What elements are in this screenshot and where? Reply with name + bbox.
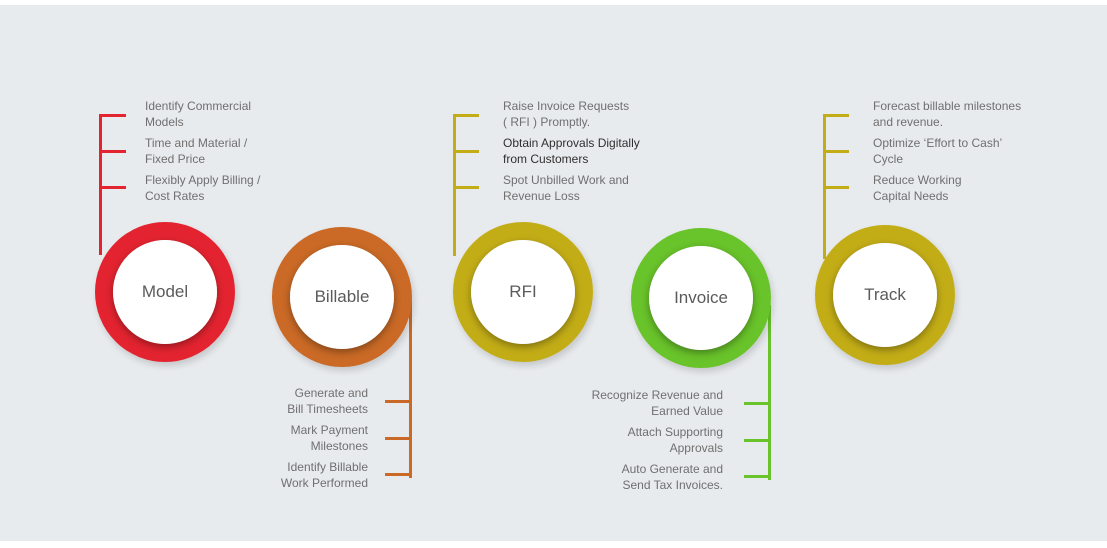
stage-circle-inner: Model [113, 240, 217, 344]
stage-circle-invoice: Invoice [631, 228, 771, 368]
connector-tick [823, 186, 849, 189]
connector-tick [744, 402, 771, 405]
note-item: Optimize ‘Effort to Cash’ Cycle [873, 136, 1003, 166]
stage-label-invoice: Invoice [674, 288, 728, 307]
note-item: Time and Material / Fixed Price [145, 136, 248, 166]
connector-tick [385, 437, 412, 440]
connector-tick [385, 400, 412, 403]
note-item: Mark Payment Milestones [290, 423, 368, 453]
stage-circle-rfi: RFI [453, 222, 593, 362]
notes-billable: Generate and Bill Timesheets Mark Paymen… [138, 385, 368, 496]
stage-label-billable: Billable [314, 287, 370, 306]
note-item-emphasized: Obtain Approvals Digitally from Customer… [503, 136, 640, 166]
stage-label-model: Model [141, 282, 189, 301]
stage-label-rfi: RFI [509, 282, 537, 301]
connector-line-invoice [768, 305, 771, 480]
stage-circle-track: Track [815, 225, 955, 365]
connector-tick [823, 114, 849, 117]
connector-tick [99, 186, 126, 189]
connector-tick [744, 439, 771, 442]
connector-line-model [99, 114, 102, 255]
note-item: Flexibly Apply Billing / Cost Rates [145, 173, 261, 203]
connector-line-billable [409, 300, 412, 478]
notes-invoice: Recognize Revenue and Earned Value Attac… [493, 387, 723, 498]
connector-tick [99, 150, 126, 153]
stage-circle-inner: RFI [471, 240, 575, 344]
connector-tick [453, 186, 479, 189]
connector-tick [453, 150, 479, 153]
connector-line-rfi [453, 114, 456, 256]
notes-rfi: Raise Invoice Requests ( RFI ) Promptly.… [503, 98, 733, 209]
note-item: Generate and Bill Timesheets [287, 386, 368, 416]
stage-circle-model: Model [95, 222, 235, 362]
stage-circle-inner: Billable [290, 245, 394, 349]
note-item: Forecast billable milestones and revenue… [873, 99, 1022, 129]
note-item: Recognize Revenue and Earned Value [591, 388, 723, 418]
note-item: Attach Supporting Approvals [627, 425, 723, 455]
note-item: Spot Unbilled Work and Revenue Loss [503, 173, 629, 203]
connector-tick [385, 473, 412, 476]
note-item: Identify Commercial Models [145, 99, 252, 129]
stage-circle-inner: Track [833, 243, 937, 347]
note-item: Raise Invoice Requests ( RFI ) Promptly. [503, 99, 630, 129]
connector-tick [823, 150, 849, 153]
connector-tick [453, 114, 479, 117]
stage-label-track: Track [864, 285, 906, 304]
stage-circle-inner: Invoice [649, 246, 753, 350]
note-item: Reduce Working Capital Needs [873, 173, 962, 203]
note-item: Auto Generate and Send Tax Invoices. [621, 462, 723, 492]
note-item: Identify Billable Work Performed [280, 460, 368, 490]
notes-model: Identify Commercial Models Time and Mate… [145, 98, 375, 209]
connector-tick [744, 475, 771, 478]
stage-circle-billable: Billable [272, 227, 412, 367]
connector-tick [99, 114, 126, 117]
notes-track: Forecast billable milestones and revenue… [873, 98, 1103, 209]
